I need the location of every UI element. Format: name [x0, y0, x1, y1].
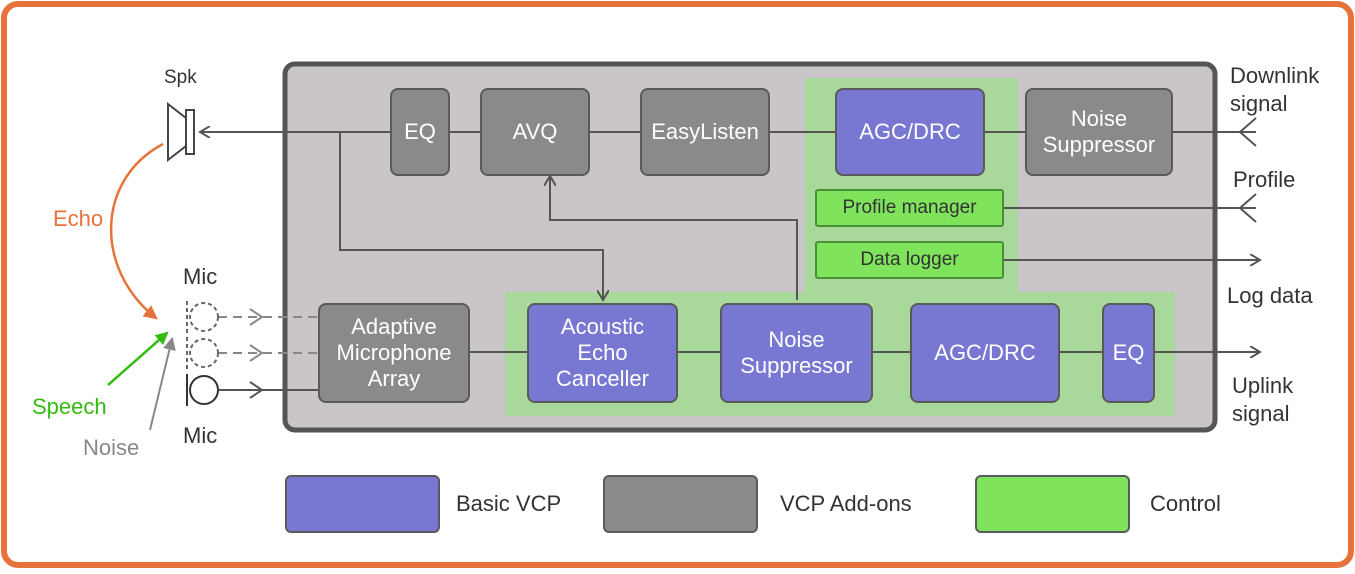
speaker-icon	[167, 101, 195, 163]
spk-label: Spk	[164, 67, 197, 88]
legend-basic-swatch	[285, 475, 440, 533]
speech-label: Speech	[32, 394, 107, 419]
legend-basic-label: Basic VCP	[456, 491, 562, 516]
echo-arrow	[109, 142, 164, 320]
legend-control-swatch	[975, 475, 1130, 533]
data-logger-block: Data logger	[815, 241, 1004, 279]
log-data-label: Log data	[1227, 283, 1313, 308]
eq-uplink-block: EQ	[1102, 303, 1155, 403]
noise-suppressor-uplink-block: Noise Suppressor	[720, 303, 873, 403]
legend-addons-label: VCP Add-ons	[780, 491, 912, 516]
acoustic-echo-canceller-block: Acoustic Echo Canceller	[527, 303, 678, 403]
mic-bottom-label: Mic	[183, 423, 218, 448]
avq-block: AVQ	[480, 88, 590, 176]
legend-control-label: Control	[1150, 491, 1221, 516]
mic-1-icon	[186, 301, 219, 333]
noise-label: Noise	[83, 435, 140, 460]
noise-arrow	[149, 336, 176, 431]
uplink-signal-label: Uplink signal	[1232, 373, 1294, 426]
mic-3-icon	[186, 374, 219, 406]
echo-label: Echo	[53, 206, 104, 231]
profile-label: Profile	[1233, 167, 1296, 192]
legend-addons-swatch	[603, 475, 758, 533]
agc-drc-downlink-block: AGC/DRC	[835, 88, 985, 176]
eq-downlink-block: EQ	[390, 88, 450, 176]
speech-arrow	[107, 331, 169, 386]
downlink-signal-label: Downlink signal	[1230, 63, 1320, 116]
mic-top-label: Mic	[183, 264, 218, 289]
noise-suppressor-downlink-block: Noise Suppressor	[1025, 88, 1173, 176]
profile-manager-block: Profile manager	[815, 189, 1004, 227]
adaptive-microphone-array-block: Adaptive Microphone Array	[318, 303, 470, 403]
agc-drc-uplink-block: AGC/DRC	[910, 303, 1060, 403]
easylisten-block: EasyListen	[640, 88, 770, 176]
mic-2-icon	[186, 337, 219, 369]
